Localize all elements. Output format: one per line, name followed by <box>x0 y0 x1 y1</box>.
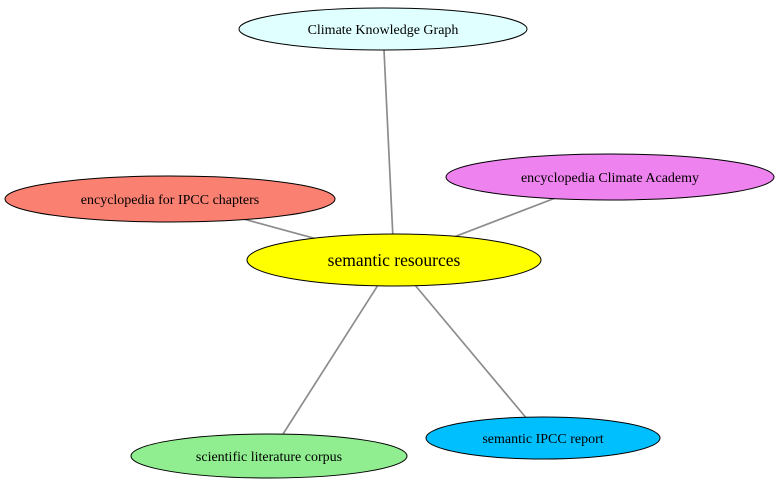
node-ellipse-climate-knowledge-graph <box>238 7 528 51</box>
node-label-semantic-ipcc-report: semantic IPCC report <box>482 432 603 447</box>
node-scientific-literature-corpus: scientific literature corpus <box>130 433 408 479</box>
node-semantic-resources: semantic resources <box>246 233 542 287</box>
node-label-climate-knowledge-graph: Climate Knowledge Graph <box>308 23 459 38</box>
node-ellipse-semantic-ipcc-report <box>425 416 661 460</box>
node-label-encyclopedia-ipcc-chapters: encyclopedia for IPCC chapters <box>81 193 259 208</box>
node-climate-knowledge-graph: Climate Knowledge Graph <box>238 7 528 51</box>
node-ellipse-semantic-resources <box>246 233 542 287</box>
node-semantic-ipcc-report: semantic IPCC report <box>425 416 661 460</box>
node-ellipse-encyclopedia-ipcc-chapters <box>4 175 336 223</box>
node-encyclopedia-ipcc-chapters: encyclopedia for IPCC chapters <box>4 175 336 223</box>
node-ellipse-encyclopedia-climate-academy <box>445 153 775 201</box>
edge-semantic_resources-to-climate_knowledge_graph <box>382 28 395 261</box>
node-encyclopedia-climate-academy: encyclopedia Climate Academy <box>445 153 775 201</box>
node-label-semantic-resources: semantic resources <box>328 250 461 270</box>
edge-semantic_resources-to-semantic_ipcc_report <box>393 259 544 439</box>
edge-semantic_resources-to-scientific_literature_corpus <box>268 259 395 457</box>
node-label-scientific-literature-corpus: scientific literature corpus <box>196 450 342 465</box>
node-label-encyclopedia-climate-academy: encyclopedia Climate Academy <box>521 171 699 186</box>
node-ellipse-scientific-literature-corpus <box>130 433 408 479</box>
